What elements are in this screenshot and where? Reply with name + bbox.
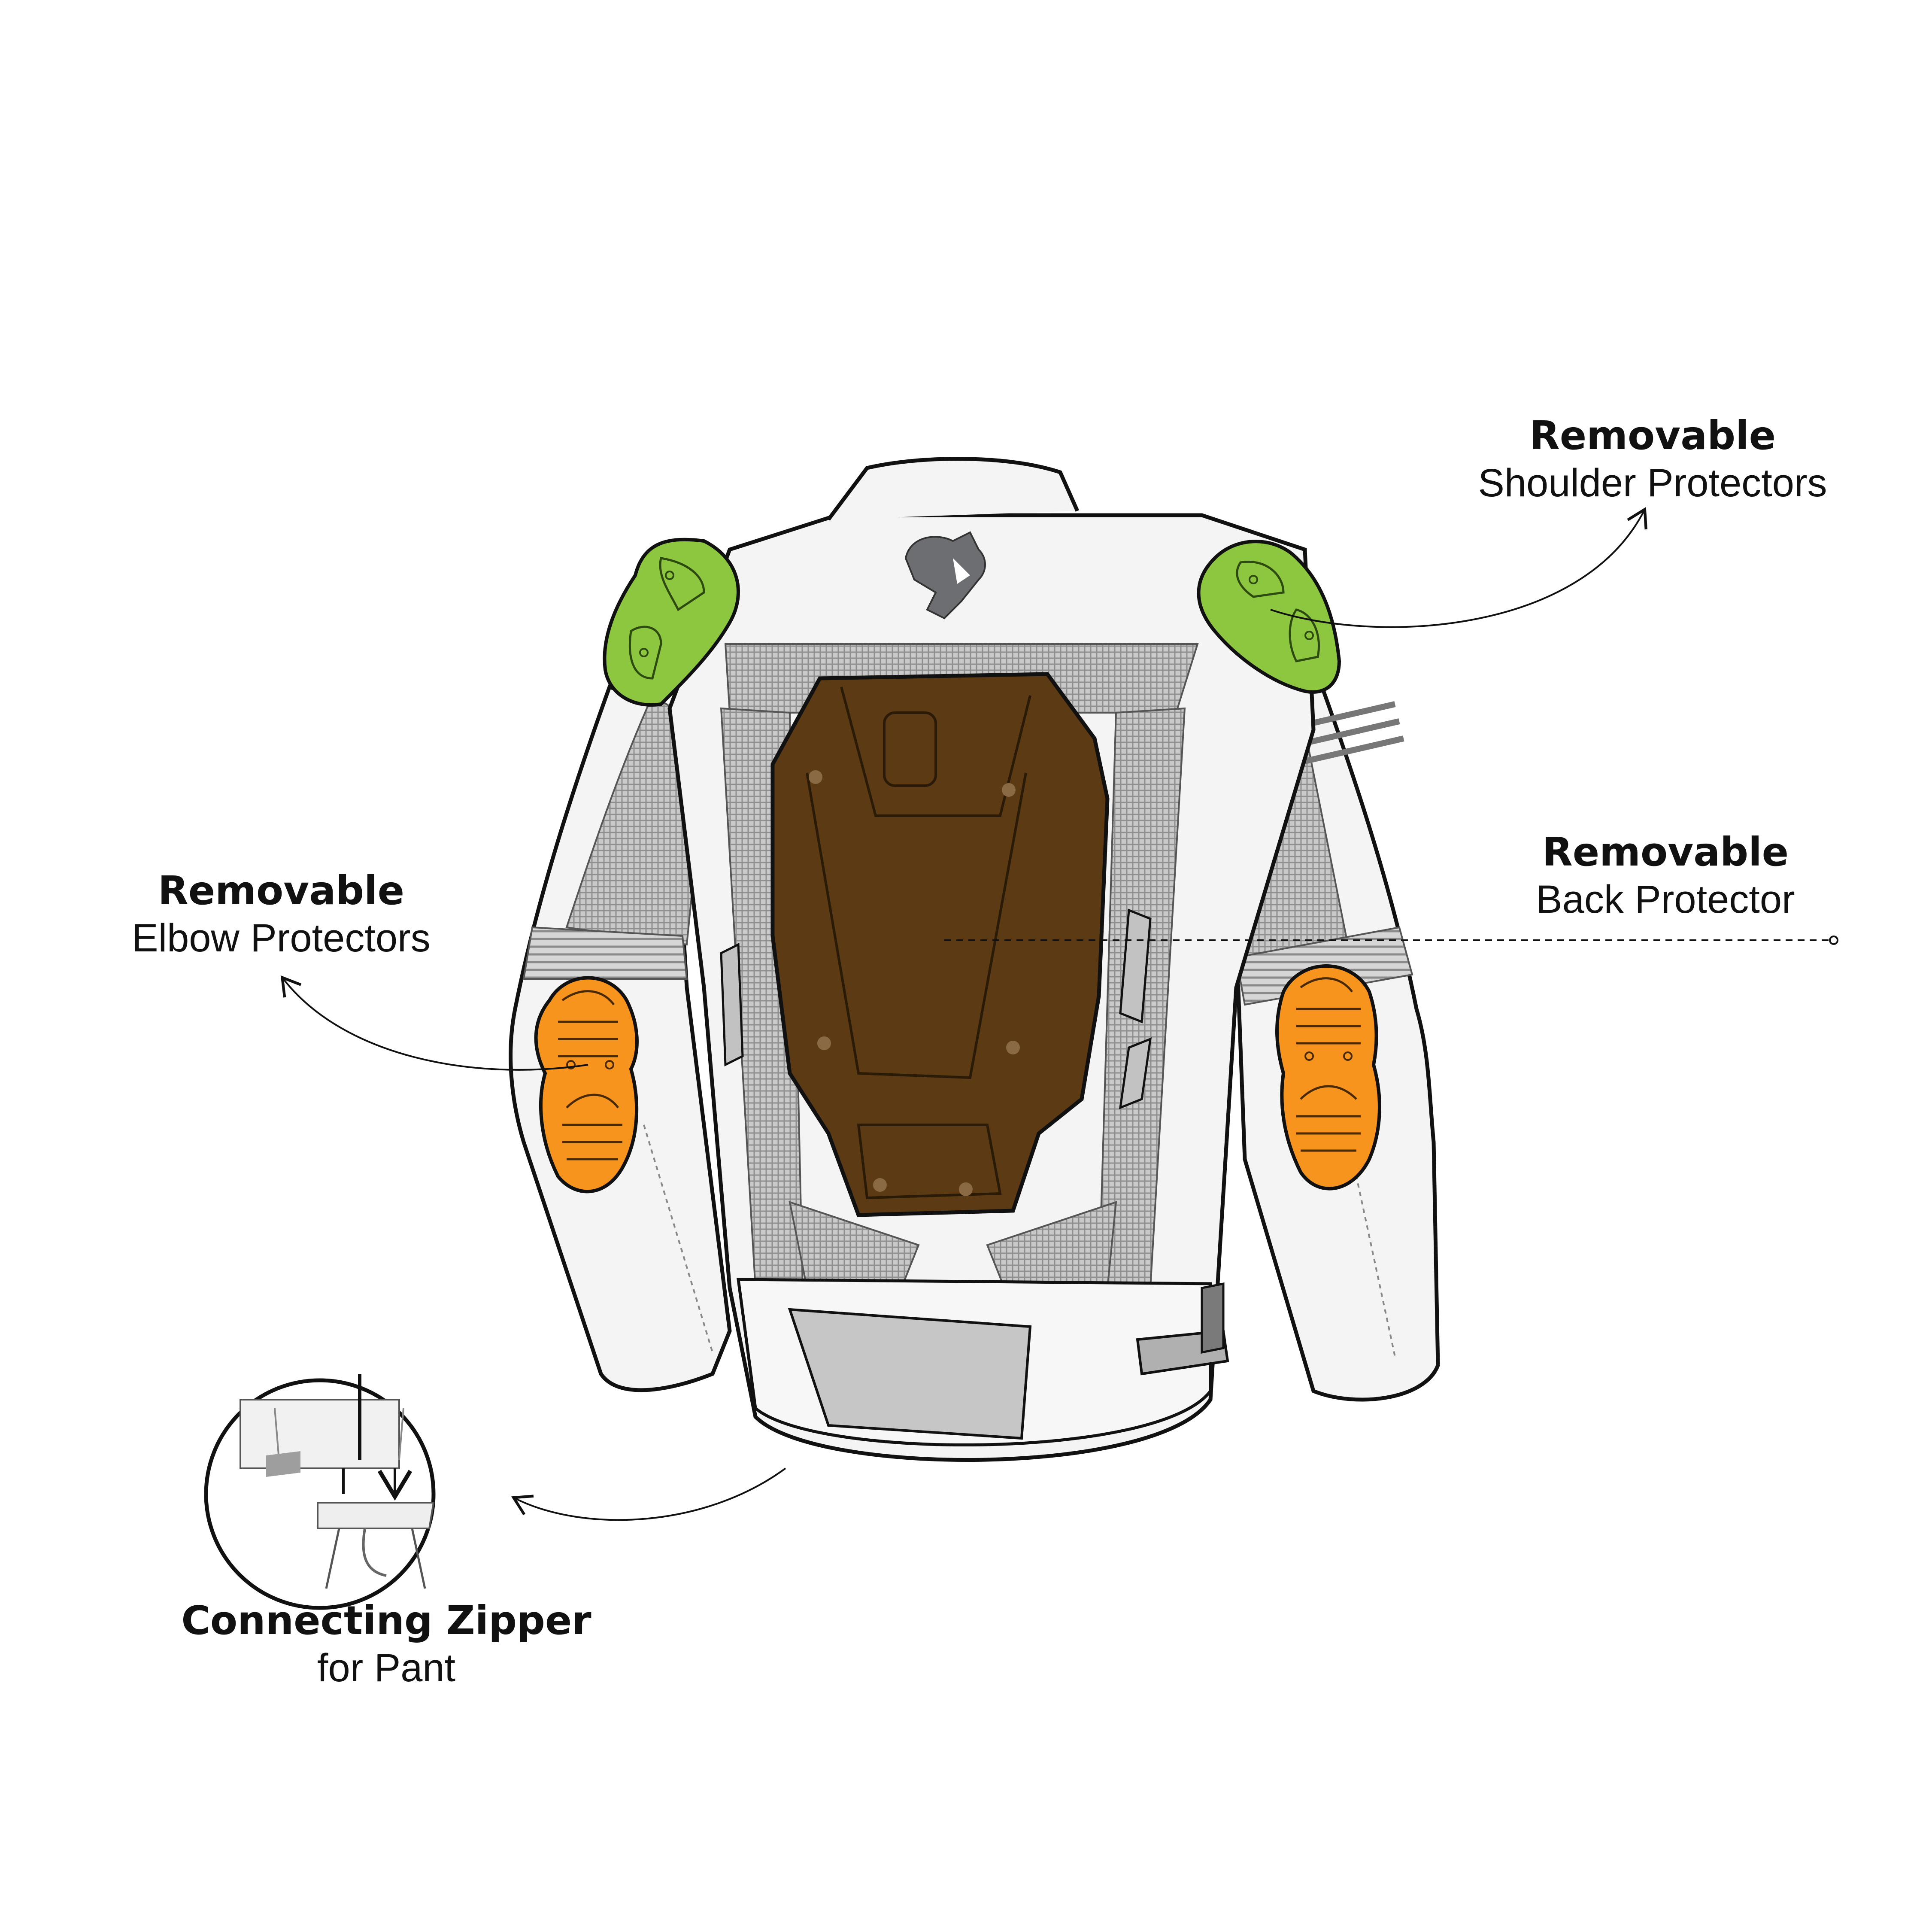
elbow-leader [280,975,588,1071]
zipper-leader [511,1467,786,1521]
zipper-callout-text: for Pant [317,1646,456,1690]
shoulder-callout-heading: Removable [1529,413,1776,459]
shoulder-leader [1270,507,1647,628]
back-leader-end-icon [1829,936,1838,945]
shoulder-protectors-callout: Removable Shoulder Protectors [1438,412,1867,507]
back-callout-heading: Removable [1542,829,1789,875]
zipper-inset [204,1374,436,1610]
right-elbow-protector [1275,964,1381,1191]
bear-logo-icon [904,531,986,620]
elbow-protectors-callout: Removable Elbow Protectors [77,867,485,962]
left-shoulder-protector [603,538,740,707]
callout-lines [280,507,1838,1521]
left-elbow-protector [534,976,639,1194]
shoulder-callout-text: Shoulder Protectors [1478,461,1827,505]
connecting-zipper-callout: Connecting Zipper for Pant [150,1597,622,1692]
zipper-callout-heading: Connecting Zipper [181,1598,591,1643]
elbow-callout-text: Elbow Protectors [132,916,431,960]
right-shoulder-protector [1197,540,1341,694]
back-protector-callout: Removable Back Protector [1472,829,1859,923]
back-protector [770,672,1110,1217]
back-callout-text: Back Protector [1536,878,1795,921]
elbow-callout-heading: Removable [158,868,405,914]
